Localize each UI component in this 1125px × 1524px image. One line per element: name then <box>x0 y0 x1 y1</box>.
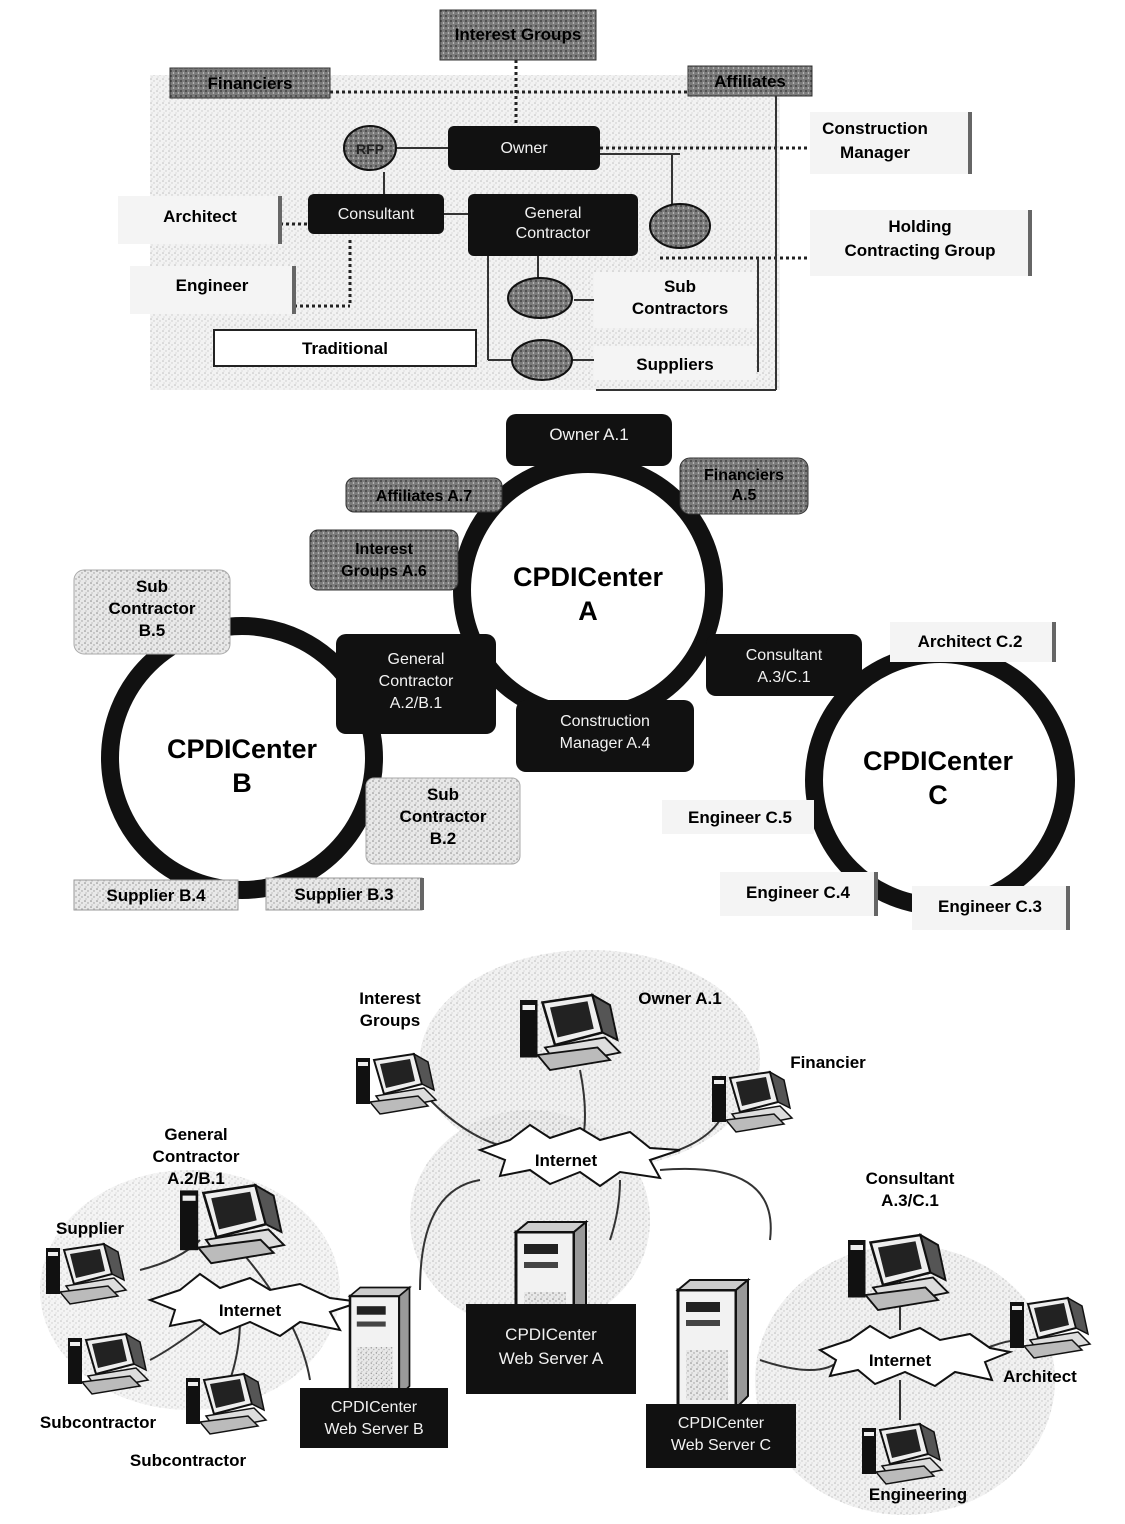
engineer-c3-box <box>912 886 1068 930</box>
affiliates-a7-box <box>345 477 503 513</box>
center-b-ring <box>101 617 383 899</box>
traditional-box <box>213 329 477 367</box>
server-a-box <box>466 1304 636 1394</box>
consultant-box <box>308 194 444 234</box>
architect-c2-label: Architect C.2 <box>918 632 1023 651</box>
construction-manager-a4-box <box>516 700 694 772</box>
affiliates-a7-label: Affiliates A.7 <box>376 488 472 505</box>
owner-node-label: Owner A.1 <box>638 989 721 1008</box>
traditional-label: Traditional <box>302 339 388 358</box>
architect-node-label: Architect <box>1003 1367 1077 1386</box>
owner-label: Owner <box>500 140 548 157</box>
financier-node-label: Financier <box>790 1053 866 1072</box>
subcontractor-1-label: Subcontractor <box>40 1413 157 1432</box>
consultant-a3c1-box <box>706 634 862 696</box>
interest-groups-box <box>439 9 597 61</box>
interest-groups-label: Interest Groups <box>455 25 582 44</box>
rfp-label: RFP <box>356 141 384 157</box>
engineer-c4-label: Engineer C.4 <box>746 883 850 902</box>
internet-b-burst <box>147 1272 361 1338</box>
internet-a-burst <box>477 1123 681 1188</box>
cloud-c <box>755 1245 1055 1515</box>
engineer-c5-label: Engineer C.5 <box>688 808 792 827</box>
internet-c-label: Internet <box>869 1351 932 1370</box>
internet-a-label: Internet <box>535 1151 598 1170</box>
affiliates-label: Affiliates <box>714 72 786 91</box>
server-b-icon <box>348 1286 411 1398</box>
interest-groups-computer-icon <box>355 1053 437 1115</box>
supplier-b3-label: Supplier B.3 <box>294 885 393 904</box>
engineer-c4-box <box>720 872 876 916</box>
architect-box <box>118 196 280 244</box>
financiers-box <box>169 67 331 99</box>
suppliers-box <box>594 346 756 380</box>
sub-contractor-b2-box <box>365 777 521 865</box>
internet-b-label: Internet <box>219 1301 282 1320</box>
engineer-c5-box <box>662 800 814 834</box>
owner-box <box>448 126 600 170</box>
suppliers-blob <box>511 339 573 381</box>
financiers-a5-box <box>679 457 809 515</box>
owner-a1-label: Owner A.1 <box>549 425 628 444</box>
sub-contractors-box <box>594 272 756 328</box>
sub-contractor-b5-box <box>73 569 231 655</box>
internet-c-burst <box>817 1324 1014 1388</box>
construction-manager-box <box>810 112 970 174</box>
suppliers-label: Suppliers <box>636 355 713 374</box>
subs-blob <box>507 277 573 319</box>
general-contractor-box <box>468 194 638 256</box>
subcontractor-2-computer-icon <box>185 1373 267 1435</box>
general-contractor-a2b1-box <box>336 634 496 734</box>
engineer-c3-label: Engineer C.3 <box>938 897 1042 916</box>
rfp-blob <box>343 125 397 171</box>
consultant-label: Consultant <box>338 206 415 223</box>
interest-groups-a6-box <box>309 529 459 591</box>
server-c-icon <box>676 1278 750 1410</box>
supplier-node-label: Supplier <box>56 1219 124 1238</box>
engineering-node-label: Engineering <box>869 1485 967 1504</box>
engineer-label: Engineer <box>176 276 249 295</box>
architect-label: Architect <box>163 207 237 226</box>
server-b-box <box>300 1388 448 1448</box>
owner-a1-box <box>506 414 672 466</box>
subcontractor-2-label: Subcontractor <box>130 1451 247 1470</box>
affiliates-box <box>687 65 813 97</box>
gc-blob <box>649 203 711 249</box>
financiers-label: Financiers <box>207 74 292 93</box>
subcontractor-1-computer-icon <box>67 1333 149 1395</box>
panel-traditional: Interest Groups Financiers Affiliates Ow… <box>118 9 1032 391</box>
supplier-b4-box <box>73 879 239 911</box>
architect-c2-box <box>890 622 1054 662</box>
engineer-box <box>130 266 294 314</box>
supplier-b4-label: Supplier B.4 <box>106 886 206 905</box>
holding-group-box <box>810 210 1030 276</box>
server-c-box <box>646 1404 796 1468</box>
